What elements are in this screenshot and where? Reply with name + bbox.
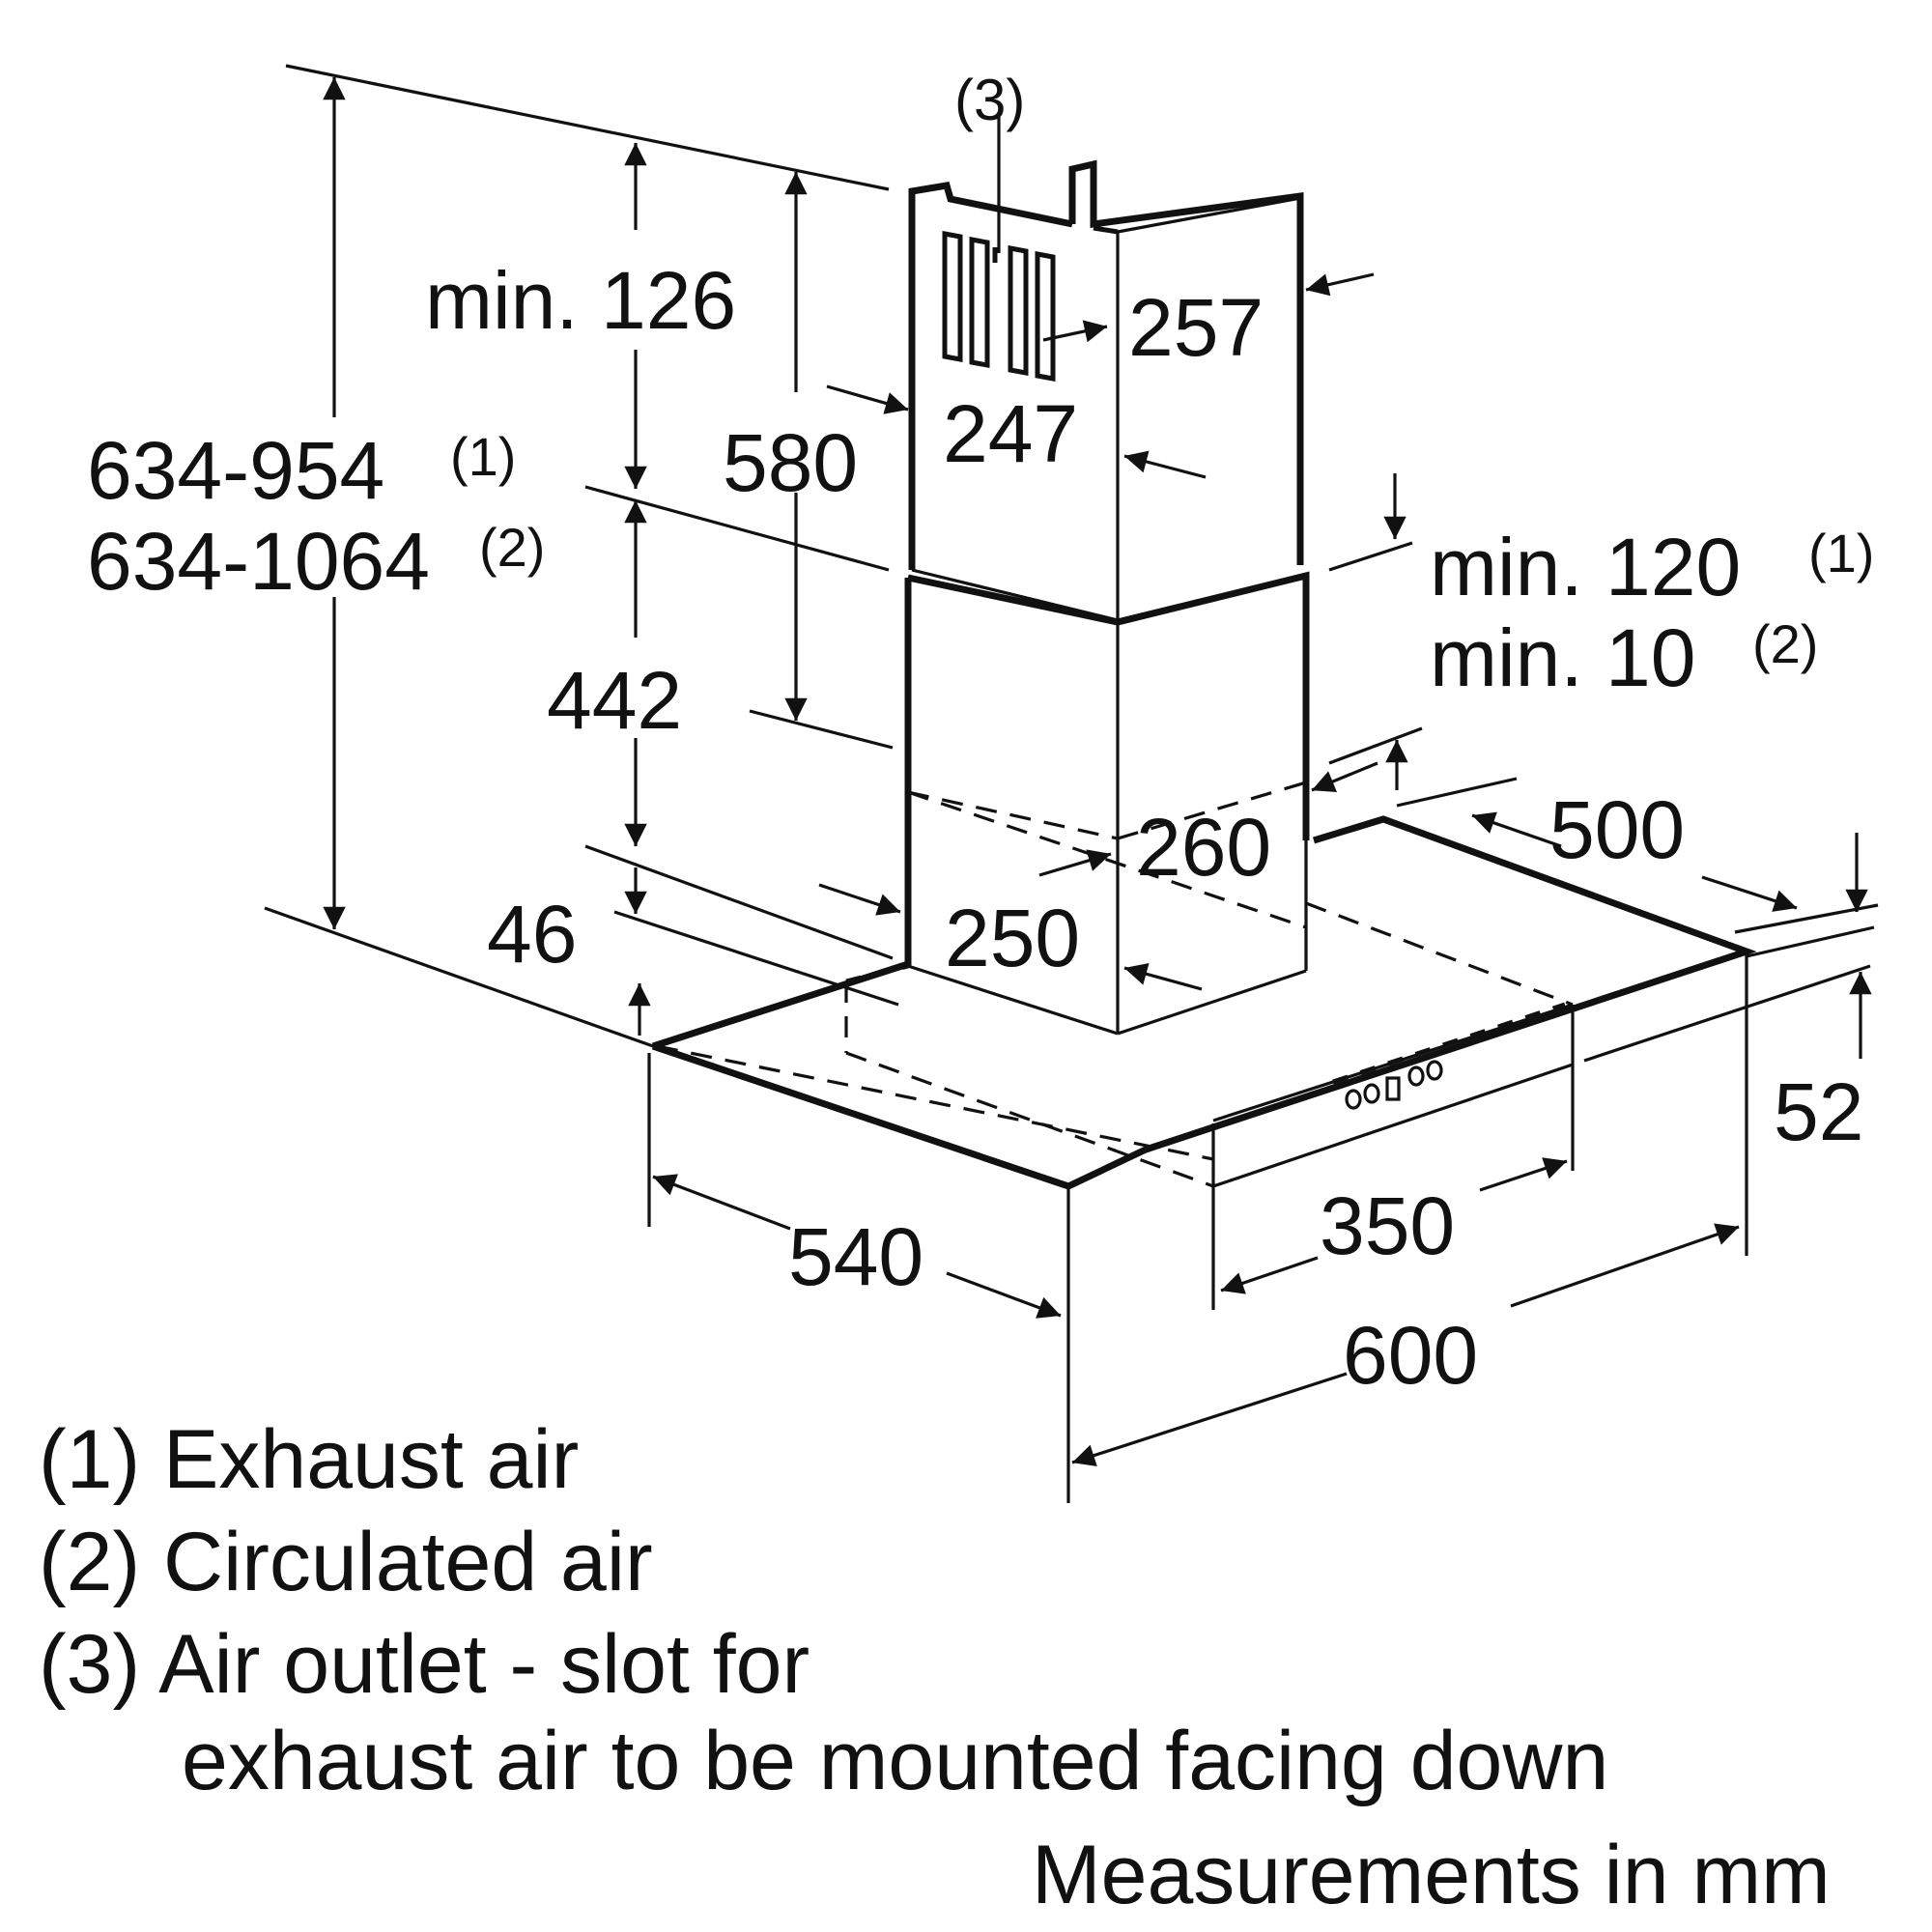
label-height-range-1-ref: (1) [450, 426, 516, 487]
legend-item-exhaust: (1) Exhaust air [39, 1413, 579, 1506]
dimension-labels: (3) 634-954 (1) 634-1064 (2) min. 126 58… [87, 68, 1874, 1401]
label-canopy-height: 46 [487, 889, 577, 980]
upper-chimney-front [908, 182, 1073, 570]
legend-item-outlet-line2: exhaust air to be mounted facing down [182, 1715, 1608, 1807]
label-lower-width: 250 [945, 893, 1080, 983]
control-knob-icon [1345, 1089, 1362, 1110]
upper-chimney-back [1068, 159, 1304, 565]
hood-outline [651, 159, 1757, 1190]
label-lower-depth: 260 [1136, 802, 1271, 893]
dimension-arrows [323, 76, 1872, 1467]
control-knob-icon [1363, 1083, 1380, 1104]
label-canopy-side: 540 [788, 1211, 923, 1302]
control-switch-icon [1385, 1076, 1401, 1101]
label-gap-exhaust: min. 120 [1430, 522, 1741, 612]
label-height-range-1: 634-954 [87, 425, 384, 516]
label-control-width: 350 [1320, 1180, 1455, 1271]
canopy-top [651, 960, 910, 1050]
label-canopy-width: 600 [1343, 1310, 1478, 1401]
label-upper-width: 247 [943, 388, 1078, 479]
callout-note-3: (3) [954, 68, 1025, 132]
label-gap-circulated: min. 10 [1430, 612, 1695, 703]
control-knob-icon [1407, 1065, 1425, 1087]
label-height-range-2-ref: (2) [479, 517, 545, 578]
units-note: Measurements in mm [1032, 1829, 1831, 1921]
label-front-height: 52 [1774, 1066, 1863, 1157]
label-chimney-lower: 442 [547, 655, 682, 746]
label-gap-circulated-ref: (2) [1752, 613, 1818, 674]
label-canopy-depth: 500 [1549, 784, 1685, 875]
label-height-range-2: 634-1064 [87, 516, 430, 607]
legend-item-outlet-line1: (3) Air outlet - slot for [39, 1618, 810, 1711]
label-min-top: min. 126 [425, 255, 736, 346]
label-chimney-upper: 580 [723, 417, 858, 508]
label-upper-depth: 257 [1128, 282, 1264, 373]
air-outlet-slots [942, 230, 1056, 383]
control-knob-icon [1426, 1060, 1443, 1081]
legend-item-circulated: (2) Circulated air [39, 1516, 653, 1608]
label-gap-exhaust-ref: (1) [1808, 523, 1874, 583]
legend: (1) Exhaust air (2) Circulated air (3) A… [39, 1413, 1831, 1921]
control-panel [845, 963, 1566, 1110]
